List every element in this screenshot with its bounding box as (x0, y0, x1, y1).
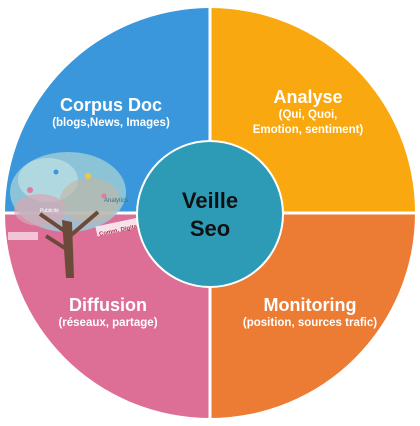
label-analyse: Analyse (Qui, Quoi, Emotion, sentiment) (208, 86, 408, 138)
tag-publicite: Publicité (40, 208, 59, 214)
center-label-line1: Veille (181, 188, 239, 213)
subtitle-diffusion: (réseaux, partage) (58, 317, 158, 329)
subtitle-monitoring: (position, sources trafic) (242, 317, 378, 329)
label-corpus-doc: Corpus Doc (blogs,News, Images) (16, 94, 206, 131)
title-monitoring: Monitoring (263, 295, 357, 315)
center-circle (136, 140, 284, 288)
center-label: Veille Seo (137, 170, 283, 260)
label-monitoring: Monitoring (position, sources trafic) (212, 294, 408, 331)
subtitle-corpus-doc: (blogs,News, Images) (52, 117, 170, 129)
subtitle-analyse-line1: (Qui, Quoi, (278, 109, 338, 121)
tag-analytics: Analytics (104, 198, 128, 204)
subtitle-analyse-line2: Emotion, sentiment) (252, 124, 364, 136)
title-analyse: Analyse (273, 87, 343, 107)
label-diffusion: Diffusion (réseaux, partage) (10, 294, 206, 331)
center-label-line2: Seo (189, 216, 231, 241)
title-corpus-doc: Corpus Doc (59, 95, 162, 115)
title-diffusion: Diffusion (69, 295, 147, 315)
